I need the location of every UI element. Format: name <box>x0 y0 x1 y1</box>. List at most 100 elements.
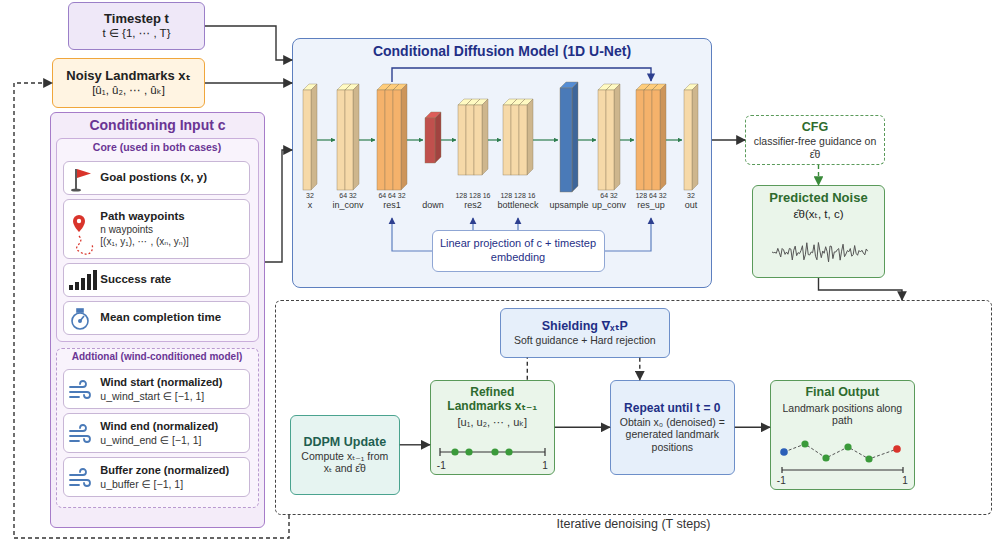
condition-item: Wind end (normalized)u_wind_end ∈ [−1, 1… <box>63 413 250 453</box>
unet-layer-blocks <box>606 84 620 190</box>
waypoint-pin-icon <box>77 236 93 254</box>
cfg-box: CFGclassifier-free guidance on ε̂θ <box>745 115 885 165</box>
goal-flag-icon <box>75 169 77 190</box>
refined-landmark-axis <box>451 448 458 455</box>
timestep-box: Timestep tt ∈ {1, ⋯ , T} <box>68 2 205 50</box>
unet-layer-blocks <box>393 84 407 190</box>
unet-layer-blocks <box>401 84 407 190</box>
final-output-box: Final OutputLandmark positions along pat… <box>770 380 915 490</box>
layer-name: upsample <box>549 201 588 211</box>
core-group: Core (used in both cases) Goal postions (… <box>56 138 259 342</box>
unet-layer-blocks <box>519 105 527 175</box>
unet-layer-blocks <box>311 84 317 190</box>
unet-layer-blocks <box>377 90 385 190</box>
stopwatch-icon <box>79 320 81 322</box>
layer-flow-arrows <box>317 139 682 140</box>
connector-arrow <box>400 444 430 445</box>
layer-name: res_up <box>637 201 665 211</box>
layer-size: 32 <box>306 192 314 200</box>
noise-waveform <box>772 243 868 262</box>
node-text: Landmark positions along path <box>777 402 908 427</box>
unet-layer-blocks <box>684 84 698 190</box>
waypoint-pin-icon <box>77 219 81 223</box>
wind-icon <box>70 381 90 486</box>
node-text: ε̂θ(xₜ, t, c) <box>759 208 878 222</box>
unet-layer-blocks <box>503 105 511 175</box>
connector-arrow <box>639 358 640 380</box>
unet-layer-blocks <box>425 112 441 163</box>
layer-flow-arrows <box>407 139 423 140</box>
node-title: Conditioning Input c <box>57 117 258 134</box>
node-text: classifier-free guidance on ε̂θ <box>752 135 878 160</box>
layer-flow-arrows <box>488 139 501 140</box>
layer-size: 128 64 32 <box>635 192 666 200</box>
skip-connection <box>392 68 651 82</box>
node-title: DDPM Update <box>297 435 393 450</box>
refined-landmark-axis <box>465 448 472 455</box>
node-text: t ∈ {1, ⋯ , T} <box>75 27 198 41</box>
connector-arrow <box>712 139 745 140</box>
unet-layer-blocks <box>560 88 572 192</box>
goal-flag-icon <box>71 169 91 192</box>
final-landmark-path <box>782 469 903 470</box>
connector-arrow <box>818 165 819 185</box>
projection-box: Linear projection of c + timestep embedd… <box>432 230 605 272</box>
node-title: Mean completion time <box>100 311 243 325</box>
final-landmark-path <box>893 445 901 453</box>
layer-name: out <box>685 201 698 211</box>
layer-name: in_conv <box>332 201 363 211</box>
layer-size: 32 <box>687 192 695 200</box>
node-title: Shielding ∇ₓₜP <box>507 319 663 334</box>
node-title: Core (used in both cases) <box>59 141 256 154</box>
condition-item: Goal postions (x, y) <box>63 161 250 195</box>
predicted-noise-box: Predicted Noiseε̂θ(xₜ, t, c) <box>752 185 885 278</box>
unet-layer-blocks <box>572 82 578 192</box>
layer-flow-arrows <box>359 139 375 140</box>
success-bars-icon <box>87 274 91 290</box>
success-bars-icon <box>69 285 73 290</box>
final-landmark-path <box>781 467 782 473</box>
layer-flow-arrows <box>533 139 558 140</box>
unet-layer-blocks <box>660 84 666 190</box>
goal-flag-icon <box>71 188 81 191</box>
node-title: Refined Landmarks xₜ₋₁ <box>437 385 548 414</box>
conditioning-injection-arrows <box>605 218 651 251</box>
node-text: u_wind_end ∈ [−1, 1] <box>100 434 243 447</box>
unet-layer-blocks <box>303 90 311 190</box>
layer-name: down <box>422 201 444 211</box>
goal-flag-icon <box>77 169 91 178</box>
node-text: 1 <box>542 460 548 472</box>
layer-name: bottleneck <box>497 201 538 211</box>
layer-size: 64 32 <box>600 192 618 200</box>
node-text: n waypoints <box>100 224 243 236</box>
unet-layer-blocks <box>337 90 345 190</box>
success-bars-icon <box>75 282 79 290</box>
success-bars-icon <box>93 270 97 290</box>
unet-layer-blocks <box>474 99 488 175</box>
node-title: Timestep t <box>75 11 198 27</box>
unet-layer-blocks <box>644 90 652 190</box>
condition-item: Success rate <box>63 263 250 297</box>
unet-layer-blocks <box>684 90 692 190</box>
refined-landmark-axis <box>491 448 498 455</box>
stopwatch-icon <box>72 309 88 329</box>
wind-icon <box>70 425 90 442</box>
unet-layer-blocks <box>598 90 606 190</box>
layer-name: x <box>308 201 313 211</box>
layer-size: 64 64 32 <box>378 192 405 200</box>
node-text: 1 <box>902 475 908 487</box>
final-landmark-path <box>902 467 903 473</box>
unet-layer-blocks <box>353 84 359 190</box>
unet-layer-blocks <box>303 84 317 190</box>
layer-flow-arrows <box>578 139 596 140</box>
final-landmark-path <box>865 455 872 462</box>
unet-layer-blocks <box>482 99 488 175</box>
layer-size: 128 128 16 <box>455 192 490 200</box>
waypoint-pin-icon <box>73 215 93 254</box>
layer-flow-arrows <box>620 139 634 140</box>
unet-layer-blocks <box>560 82 578 192</box>
layer-name: res2 <box>464 201 482 211</box>
wind-icon <box>70 381 90 398</box>
final-landmark-path <box>780 448 788 456</box>
